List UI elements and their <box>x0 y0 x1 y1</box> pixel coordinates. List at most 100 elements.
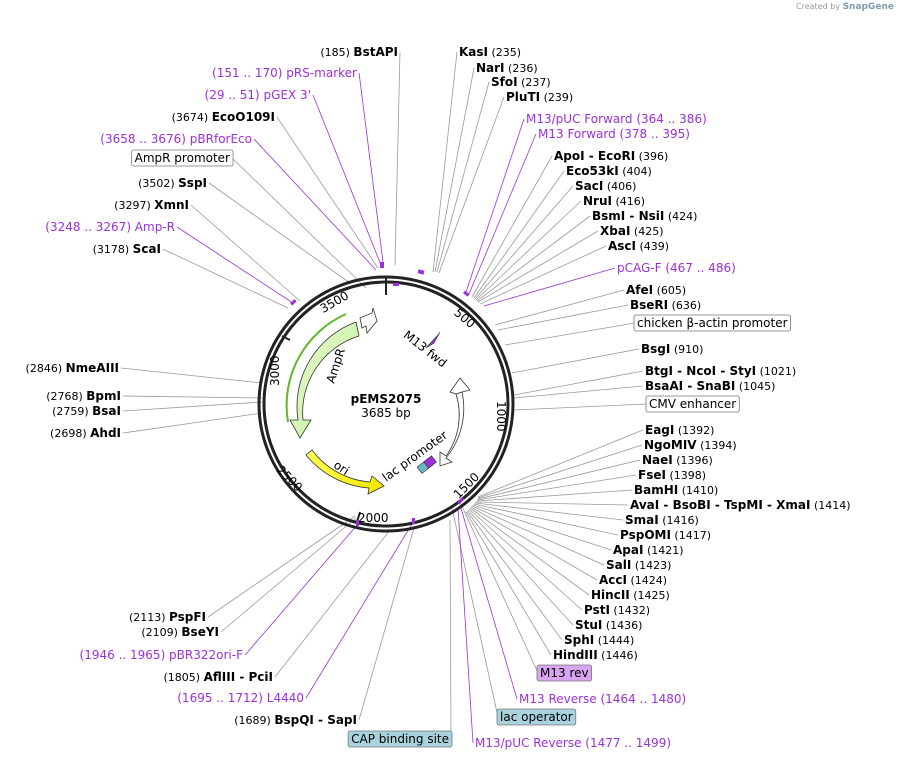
site-label-asci[interactable]: AscI (439) <box>608 239 669 253</box>
leader-bamhi <box>476 489 633 502</box>
leader-ngom <box>477 444 643 499</box>
site-label-xmni[interactable]: (3297) XmnI <box>114 198 189 212</box>
feature-cmv-enhancer[interactable] <box>439 377 471 467</box>
site-label-ampr[interactable]: (3248 .. 3267) Amp-R <box>45 220 175 234</box>
site-label-ampprom[interactable]: AmpR promoter <box>135 151 230 165</box>
site-label-psti[interactable]: PstI (1432) <box>584 603 650 617</box>
site-label-plui[interactable]: PluTI (239) <box>506 90 573 104</box>
leader-apai <box>472 504 612 551</box>
site-label-saci[interactable]: SacI (406) <box>575 179 636 193</box>
site-label-chick[interactable]: chicken β-actin promoter <box>637 316 788 330</box>
tick-3000: 3000 <box>268 355 282 386</box>
site-label-bstapi[interactable]: (185) BstAPI <box>320 45 398 59</box>
feature-ampr-promoter[interactable] <box>359 307 378 334</box>
site-label-pspomi[interactable]: PspOMI (1417) <box>620 528 711 542</box>
leader-afei <box>494 289 625 326</box>
leader-scai <box>162 248 289 309</box>
site-label-apai[interactable]: ApaI (1421) <box>613 543 684 557</box>
leader-pspfi <box>207 515 356 618</box>
site-label-xbai[interactable]: XbaI (425) <box>600 224 663 238</box>
leader-cmv <box>513 403 648 411</box>
site-label-stui[interactable]: StuI (1436) <box>575 618 642 632</box>
site-label-m13puc[interactable]: M13/pUC Forward (364 .. 386) <box>526 112 707 126</box>
leader-m13fw <box>468 133 537 295</box>
site-label-hincii[interactable]: HincII (1425) <box>591 588 670 602</box>
site-label-kasi[interactable]: KasI (235) <box>459 45 521 59</box>
leader-psti <box>468 508 583 611</box>
site-label-sfoi[interactable]: SfoI (237) <box>491 75 551 89</box>
site-label-pcag[interactable]: pCAG-F (467 .. 486) <box>617 261 736 275</box>
site-label-naei[interactable]: NaeI (1396) <box>642 453 713 467</box>
site-label-lacop[interactable]: lac operator <box>500 710 573 724</box>
leader-pgex <box>312 94 382 266</box>
site-label-afliii[interactable]: (1805) AflIII - PciI <box>164 670 273 684</box>
leader-ampprom <box>231 157 367 289</box>
site-label-m13fw[interactable]: M13 Forward (378 .. 395) <box>538 127 690 141</box>
plasmid-name: pEMS2075 <box>351 392 422 406</box>
site-label-scai[interactable]: (3178) ScaI <box>93 242 161 256</box>
site-label-cap[interactable]: CAP binding site <box>351 732 449 746</box>
leader-eco0109 <box>276 116 379 269</box>
site-label-bseyi[interactable]: (2109) BseYI <box>141 625 219 639</box>
site-label-acci[interactable]: AccI (1424) <box>599 573 667 587</box>
site-label-bspqi[interactable]: (1689) BspQI - SapI <box>234 713 357 727</box>
site-label-bpmi[interactable]: (2768) BpmI <box>46 389 121 403</box>
site-label-sali[interactable]: SalI (1423) <box>606 558 671 572</box>
leader-sali <box>471 505 605 566</box>
feature-ori[interactable]: ori <box>305 449 385 495</box>
site-label-bseri[interactable]: BseRI (636) <box>630 298 701 312</box>
leader-chick <box>504 322 636 346</box>
site-label-ahdi[interactable]: (2698) AhdI <box>50 426 121 440</box>
site-label-smai[interactable]: SmaI (1416) <box>625 513 699 527</box>
site-label-bsaai[interactable]: BsaAI - SnaBI (1045) <box>645 379 775 393</box>
site-label-bamhi[interactable]: BamHI (1410) <box>634 483 718 497</box>
leader-saci <box>474 185 574 300</box>
site-label-sspi[interactable]: (3502) SspI <box>138 176 207 190</box>
site-label-bsgi[interactable]: BsgI (910) <box>641 342 703 356</box>
site-label-l4440[interactable]: (1695 .. 1712) L4440 <box>177 691 304 705</box>
site-label-prs[interactable]: (151 .. 170) pRS-marker <box>212 66 357 80</box>
feature-lac-promoter[interactable]: lac promoter <box>380 428 450 484</box>
leader-asci <box>479 245 607 305</box>
leader-prs <box>358 72 384 263</box>
leader-lacop <box>451 507 499 718</box>
site-label-eagi[interactable]: EagI (1392) <box>645 423 714 437</box>
leader-ahdi <box>122 412 263 434</box>
site-label-pbr322[interactable]: (1946 .. 1965) pBR322ori-F <box>80 648 244 662</box>
site-label-pbrfor[interactable]: (3658 .. 3676) pBRforEco <box>100 132 252 146</box>
site-label-m13rev[interactable]: M13 rev <box>540 666 589 680</box>
leader-kasi <box>432 51 458 273</box>
leader-nmeaiii <box>120 367 263 384</box>
feature-m13-fwd[interactable]: M13 fwd <box>401 328 450 370</box>
site-label-bsmi[interactable]: BsmI - NsiI (424) <box>592 209 697 223</box>
site-label-pspfi[interactable]: (2113) PspFI <box>129 610 206 624</box>
leader-m13reverse <box>459 504 518 700</box>
leader-lines <box>120 51 648 744</box>
site-label-m13reverse[interactable]: M13 Reverse (1464 .. 1480) <box>519 692 686 706</box>
site-label-bsai[interactable]: (2759) BsaI <box>52 404 121 418</box>
site-label-sphi[interactable]: SphI (1444) <box>564 633 634 647</box>
feature-ampr[interactable]: AmpR <box>289 321 360 439</box>
site-label-pgex[interactable]: (29 .. 51) pGEX 3' <box>205 88 311 102</box>
leader-smai <box>474 502 624 521</box>
leader-pbr322 <box>244 523 359 656</box>
site-label-cmv[interactable]: CMV enhancer <box>649 397 736 411</box>
site-label-apoi[interactable]: ApoI - EcoRI (396) <box>554 149 668 163</box>
site-label-nari[interactable]: NarI (236) <box>476 61 538 75</box>
site-label-nmeaiii[interactable]: (2846) NmeAIII <box>26 361 119 375</box>
leader-sfoi <box>436 81 490 273</box>
site-label-eco0109[interactable]: (3674) EcoO109I <box>172 110 275 124</box>
leader-ampr <box>176 226 294 304</box>
leader-plui <box>438 96 505 274</box>
site-label-hindiii[interactable]: HindIII (1446) <box>553 648 638 662</box>
site-label-btgi[interactable]: BtgI - NcoI - StyI (1021) <box>645 364 796 378</box>
leader-sspi <box>208 182 351 284</box>
site-label-avai[interactable]: AvaI - BsoBI - TspMI - XmaI (1414) <box>630 498 851 512</box>
site-label-eco53[interactable]: Eco53kI (404) <box>566 164 652 178</box>
site-label-afei[interactable]: AfeI (605) <box>626 283 686 297</box>
site-label-nrui[interactable]: NruI (416) <box>583 194 645 208</box>
site-label-fsei[interactable]: FseI (1398) <box>638 468 706 482</box>
site-label-m13pucrev[interactable]: M13/pUC Reverse (1477 .. 1499) <box>475 736 671 750</box>
leader-afliii <box>274 529 391 678</box>
site-label-ngom[interactable]: NgoMIV (1394) <box>644 438 737 452</box>
